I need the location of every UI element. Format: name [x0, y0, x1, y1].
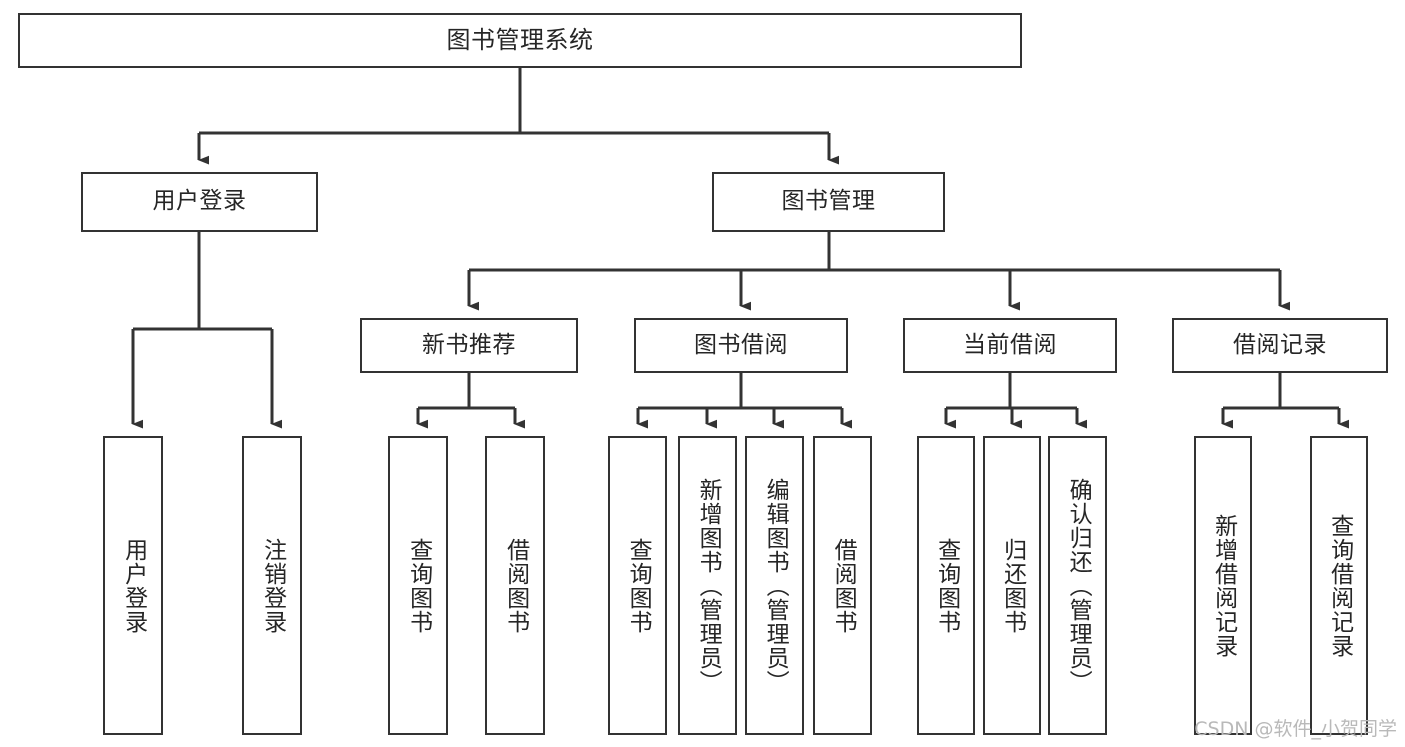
node-leaf-add-book[interactable]: 新增图书（管理员） — [678, 436, 737, 735]
node-leaf-return-book[interactable]: 归还图书 — [983, 436, 1041, 735]
node-book-manage[interactable]: 图书管理 — [712, 172, 945, 232]
node-borrow-record[interactable]: 借阅记录 — [1172, 318, 1388, 373]
node-leaf-add-record[interactable]: 新增借阅记录 — [1194, 436, 1252, 735]
node-leaf-logout[interactable]: 注销登录 — [242, 436, 302, 735]
node-leaf-user-login[interactable]: 用户登录 — [103, 436, 163, 735]
node-user-login[interactable]: 用户登录 — [81, 172, 318, 232]
node-label: 确认归还（管理员） — [1065, 477, 1092, 694]
node-leaf-query-book-1[interactable]: 查询图书 — [388, 436, 448, 735]
node-leaf-query-record[interactable]: 查询借阅记录 — [1310, 436, 1368, 735]
node-label: 用户登录 — [152, 188, 247, 215]
node-label: 查询图书 — [625, 537, 652, 634]
node-label: 借阅图书 — [502, 537, 529, 634]
node-leaf-edit-book[interactable]: 编辑图书（管理员） — [745, 436, 804, 735]
node-label: 用户登录 — [120, 537, 147, 634]
node-label: 当前借阅 — [963, 331, 1057, 358]
node-leaf-confirm-return[interactable]: 确认归还（管理员） — [1048, 436, 1107, 735]
node-leaf-borrow-book-2[interactable]: 借阅图书 — [813, 436, 872, 735]
node-label: 借阅图书 — [830, 537, 857, 634]
node-label: 图书借阅 — [694, 331, 788, 358]
node-label: 图书管理 — [781, 188, 876, 215]
node-label: 查询图书 — [933, 537, 960, 634]
node-label: 归还图书 — [999, 537, 1026, 634]
node-label: 查询借阅记录 — [1326, 513, 1353, 658]
node-root-system[interactable]: 图书管理系统 — [18, 13, 1022, 68]
node-label: 注销登录 — [259, 537, 286, 634]
node-new-book-recommend[interactable]: 新书推荐 — [360, 318, 578, 373]
node-label: 图书管理系统 — [446, 26, 594, 55]
node-leaf-borrow-book-1[interactable]: 借阅图书 — [485, 436, 545, 735]
node-leaf-query-book-3[interactable]: 查询图书 — [917, 436, 975, 735]
node-current-borrow[interactable]: 当前借阅 — [903, 318, 1117, 373]
node-book-borrow[interactable]: 图书借阅 — [634, 318, 848, 373]
node-label: 编辑图书（管理员） — [762, 477, 789, 694]
node-label: 新增借阅记录 — [1210, 513, 1237, 658]
node-leaf-query-book-2[interactable]: 查询图书 — [608, 436, 667, 735]
node-label: 查询图书 — [405, 537, 432, 634]
node-label: 新增图书（管理员） — [695, 477, 722, 694]
node-label: 新书推荐 — [422, 331, 516, 358]
node-label: 借阅记录 — [1233, 331, 1327, 358]
